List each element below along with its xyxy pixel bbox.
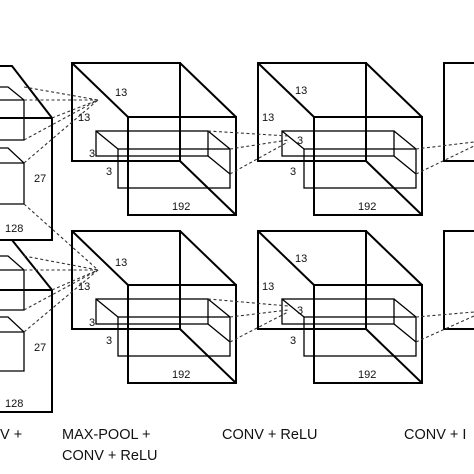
layer2-bottom-kernel-h-label: 3 (89, 317, 95, 329)
layer2-bottom-cube (71, 230, 237, 384)
layer3-top-cube (257, 62, 423, 216)
layer2-bottom-height-label: 13 (78, 281, 90, 293)
layer3-bottom-kernel-w-label: 3 (297, 305, 303, 317)
layer4-top-partial (443, 62, 474, 162)
layer2-top-depth-label: 192 (172, 201, 190, 213)
caption-column1: V + (0, 427, 23, 443)
layer3-top-width-label: 13 (295, 85, 307, 97)
layer1-bottom-depth-label: 128 (5, 398, 23, 410)
layer1-top-depth-label: 128 (5, 223, 23, 235)
connector-lines (23, 86, 474, 343)
caption-column4: CONV + I (404, 427, 467, 443)
layer1-bottom-block (0, 239, 53, 413)
layer2-top-height-label: 13 (78, 112, 90, 124)
layer2-bottom-kernel-w-label: 3 (106, 335, 112, 347)
layer3-top-kernel-h-label: 3 (290, 166, 296, 178)
caption-column2-line2: CONV + ReLU (62, 448, 158, 464)
layer2-bottom-depth-label: 192 (172, 369, 190, 381)
layer3-bottom-width-label: 13 (295, 253, 307, 265)
layer3-top-height-label: 13 (262, 112, 274, 124)
layer2-top-width-label: 13 (115, 87, 127, 99)
layer3-bottom-cube (257, 230, 423, 384)
caption-column3: CONV + ReLU (222, 427, 318, 443)
layer2-top-cube (71, 62, 237, 216)
layer1-top-block (0, 65, 53, 241)
layer4-bottom-partial (443, 230, 474, 330)
layer2-top-kernel-h-label: 3 (89, 148, 95, 160)
layer1-bottom-height-label: 27 (34, 342, 46, 354)
layer3-top-depth-label: 192 (358, 201, 376, 213)
layer1-top-height-label: 27 (34, 173, 46, 185)
layer2-top-kernel-w-label: 3 (106, 166, 112, 178)
layer3-bottom-height-label: 13 (262, 281, 274, 293)
layer3-bottom-depth-label: 192 (358, 369, 376, 381)
layer2-bottom-width-label: 13 (115, 257, 127, 269)
caption-column2-line1: MAX-POOL + (62, 427, 151, 443)
layer3-bottom-kernel-h-label: 3 (290, 335, 296, 347)
layer3-top-kernel-w-label: 3 (297, 135, 303, 147)
